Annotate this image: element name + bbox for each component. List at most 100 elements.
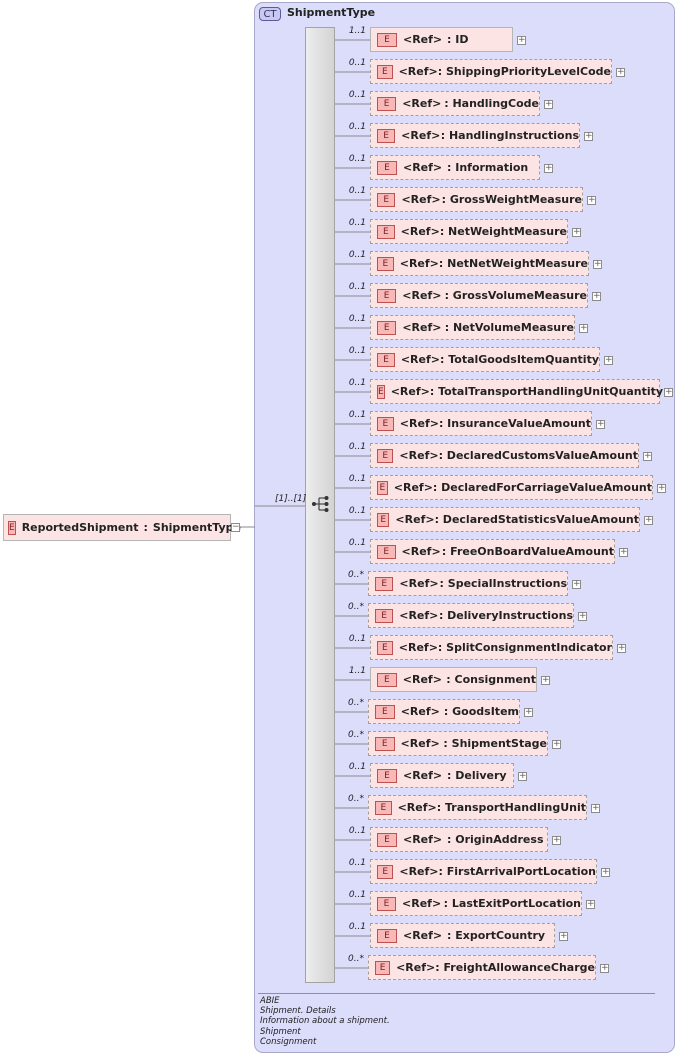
- plus-box-icon[interactable]: +: [604, 355, 613, 365]
- element-box[interactable]: E<Ref>: DeliveryInstructions: [368, 603, 574, 628]
- element-box[interactable]: E<Ref>: DeclaredCustomsValueAmount: [370, 443, 639, 468]
- element-box[interactable]: E<Ref>: DeclaredForCarriageValueAmount: [370, 475, 653, 500]
- element-box[interactable]: E<Ref>: FreightAllowanceCharge: [368, 955, 596, 980]
- element-badge-icon: E: [377, 256, 394, 271]
- element-box[interactable]: E<Ref>: ID: [370, 27, 513, 52]
- plus-box-icon[interactable]: +: [617, 643, 626, 653]
- element-ref-label: <Ref>: [403, 33, 443, 46]
- root-element-separator: :: [143, 521, 148, 534]
- element-badge-icon: E: [377, 288, 397, 303]
- element-box[interactable]: E<Ref>: FreeOnBoardValueAmount: [370, 539, 615, 564]
- element-box[interactable]: E<Ref>: HandlingCode: [370, 91, 540, 116]
- element-box[interactable]: E<Ref>: SplitConsignmentIndicator: [370, 635, 613, 660]
- element-name: : ExportCountry: [447, 929, 546, 942]
- element-name: : GrossWeightMeasure: [441, 193, 582, 206]
- element-box[interactable]: E<Ref>: GrossVolumeMeasure: [370, 283, 588, 308]
- element-box[interactable]: E<Ref>: GoodsItem: [368, 699, 520, 724]
- element-badge-icon: E: [375, 960, 391, 975]
- element-name: : LastExitPortLocation: [443, 897, 581, 910]
- element-box[interactable]: E<Ref>: OriginAddress: [370, 827, 548, 852]
- plus-box-icon[interactable]: +: [596, 419, 605, 429]
- plus-box-icon[interactable]: +: [559, 931, 568, 941]
- annotation-line: ABIE: [260, 996, 280, 1006]
- plus-box-icon[interactable]: +: [644, 515, 653, 525]
- plus-box-icon[interactable]: +: [664, 387, 673, 397]
- plus-box-icon[interactable]: +: [517, 35, 526, 45]
- plus-box-icon[interactable]: +: [586, 899, 595, 909]
- element-ref-label: <Ref>: [398, 65, 438, 78]
- plus-box-icon[interactable]: +: [524, 707, 533, 717]
- annotation-line: Shipment: [260, 1026, 301, 1037]
- element-badge-icon: E: [375, 576, 394, 591]
- plus-box-icon[interactable]: +: [591, 803, 600, 813]
- root-element-box[interactable]: E ReportedShipment : ShipmentType: [3, 514, 241, 541]
- plus-box-icon[interactable]: +: [572, 227, 581, 237]
- plus-box-icon[interactable]: +: [643, 451, 652, 461]
- plus-box-icon[interactable]: +: [593, 259, 602, 269]
- element-badge-icon: E: [377, 192, 396, 207]
- element-box[interactable]: E<Ref>: ShipmentStage: [368, 731, 548, 756]
- element-box[interactable]: E<Ref>: InsuranceValueAmount: [370, 411, 592, 436]
- sequence-compositor-icon[interactable]: [311, 494, 331, 514]
- plus-box-icon[interactable]: +: [518, 771, 527, 781]
- element-box[interactable]: E<Ref>: ShippingPriorityLevelCode: [370, 59, 612, 84]
- element-box[interactable]: E<Ref>: FirstArrivalPortLocation: [370, 859, 597, 884]
- element-box[interactable]: E<Ref>: HandlingInstructions: [370, 123, 580, 148]
- plus-box-icon[interactable]: +: [572, 579, 581, 589]
- plus-box-icon[interactable]: +: [578, 611, 587, 621]
- element-cardinality: 1..1: [348, 666, 366, 676]
- element-ref-label: <Ref>: [399, 577, 439, 590]
- plus-box-icon[interactable]: +: [544, 163, 553, 173]
- element-box[interactable]: E<Ref>: DeclaredStatisticsValueAmount: [370, 507, 640, 532]
- element-ref-label: <Ref>: [401, 129, 441, 142]
- plus-box-icon[interactable]: +: [552, 739, 561, 749]
- element-box[interactable]: E<Ref>: NetNetWeightMeasure: [370, 251, 589, 276]
- element-badge-icon: E: [375, 736, 395, 751]
- sequence-compositor-bar: [305, 27, 335, 983]
- element-name: : InsuranceValueAmount: [438, 417, 591, 430]
- element-name: : NetNetWeightMeasure: [438, 257, 588, 270]
- element-box[interactable]: E<Ref>: Information: [370, 155, 540, 180]
- element-box[interactable]: E<Ref>: TransportHandlingUnit: [368, 795, 587, 820]
- element-box[interactable]: E<Ref>: NetVolumeMeasure: [370, 315, 575, 340]
- element-box[interactable]: E<Ref>: Consignment: [370, 667, 537, 692]
- element-box[interactable]: E<Ref>: ExportCountry: [370, 923, 555, 948]
- element-ref-label: <Ref>: [399, 609, 439, 622]
- element-name: : DeclaredForCarriageValueAmount: [432, 481, 652, 494]
- plus-box-icon[interactable]: +: [592, 291, 601, 301]
- element-box[interactable]: E<Ref>: Delivery: [370, 763, 514, 788]
- element-box[interactable]: E<Ref>: LastExitPortLocation: [370, 891, 582, 916]
- plus-box-icon[interactable]: +: [552, 835, 561, 845]
- plus-box-icon[interactable]: +: [587, 195, 596, 205]
- plus-box-icon[interactable]: +: [616, 67, 625, 77]
- element-box[interactable]: E<Ref>: NetWeightMeasure: [370, 219, 568, 244]
- element-badge-icon: E: [377, 96, 397, 111]
- element-badge-icon: E: [377, 640, 393, 655]
- plus-box-icon[interactable]: +: [657, 483, 666, 493]
- element-cardinality: 0..1: [348, 122, 366, 132]
- element-badge-icon: E: [377, 352, 395, 367]
- element-ref-label: <Ref>: [399, 865, 439, 878]
- plus-box-icon[interactable]: +: [541, 675, 550, 685]
- element-badge-icon: E: [377, 32, 397, 47]
- element-box[interactable]: E<Ref>: TotalGoodsItemQuantity: [370, 347, 600, 372]
- element-badge-icon: E: [377, 480, 388, 495]
- plus-box-icon[interactable]: −: [231, 522, 240, 532]
- root-cardinality: [1]..[1]: [275, 494, 307, 504]
- element-cardinality: 0..1: [348, 90, 366, 100]
- element-ref-label: <Ref>: [399, 449, 439, 462]
- element-badge-icon: E: [377, 512, 390, 527]
- plus-box-icon[interactable]: +: [600, 963, 609, 973]
- element-box[interactable]: E<Ref>: GrossWeightMeasure: [370, 187, 583, 212]
- element-name: : GrossVolumeMeasure: [444, 289, 587, 302]
- plus-box-icon[interactable]: +: [601, 867, 610, 877]
- plus-box-icon[interactable]: +: [544, 99, 553, 109]
- annotation-divider: [258, 993, 655, 994]
- plus-box-icon[interactable]: +: [584, 131, 593, 141]
- element-box[interactable]: E<Ref>: TotalTransportHandlingUnitQuanti…: [370, 379, 663, 404]
- element-badge-icon: E: [377, 160, 397, 175]
- plus-box-icon[interactable]: +: [579, 323, 588, 333]
- element-box[interactable]: E<Ref>: SpecialInstructions: [368, 571, 568, 596]
- element-cardinality: 0..1: [348, 186, 366, 196]
- plus-box-icon[interactable]: +: [619, 547, 628, 557]
